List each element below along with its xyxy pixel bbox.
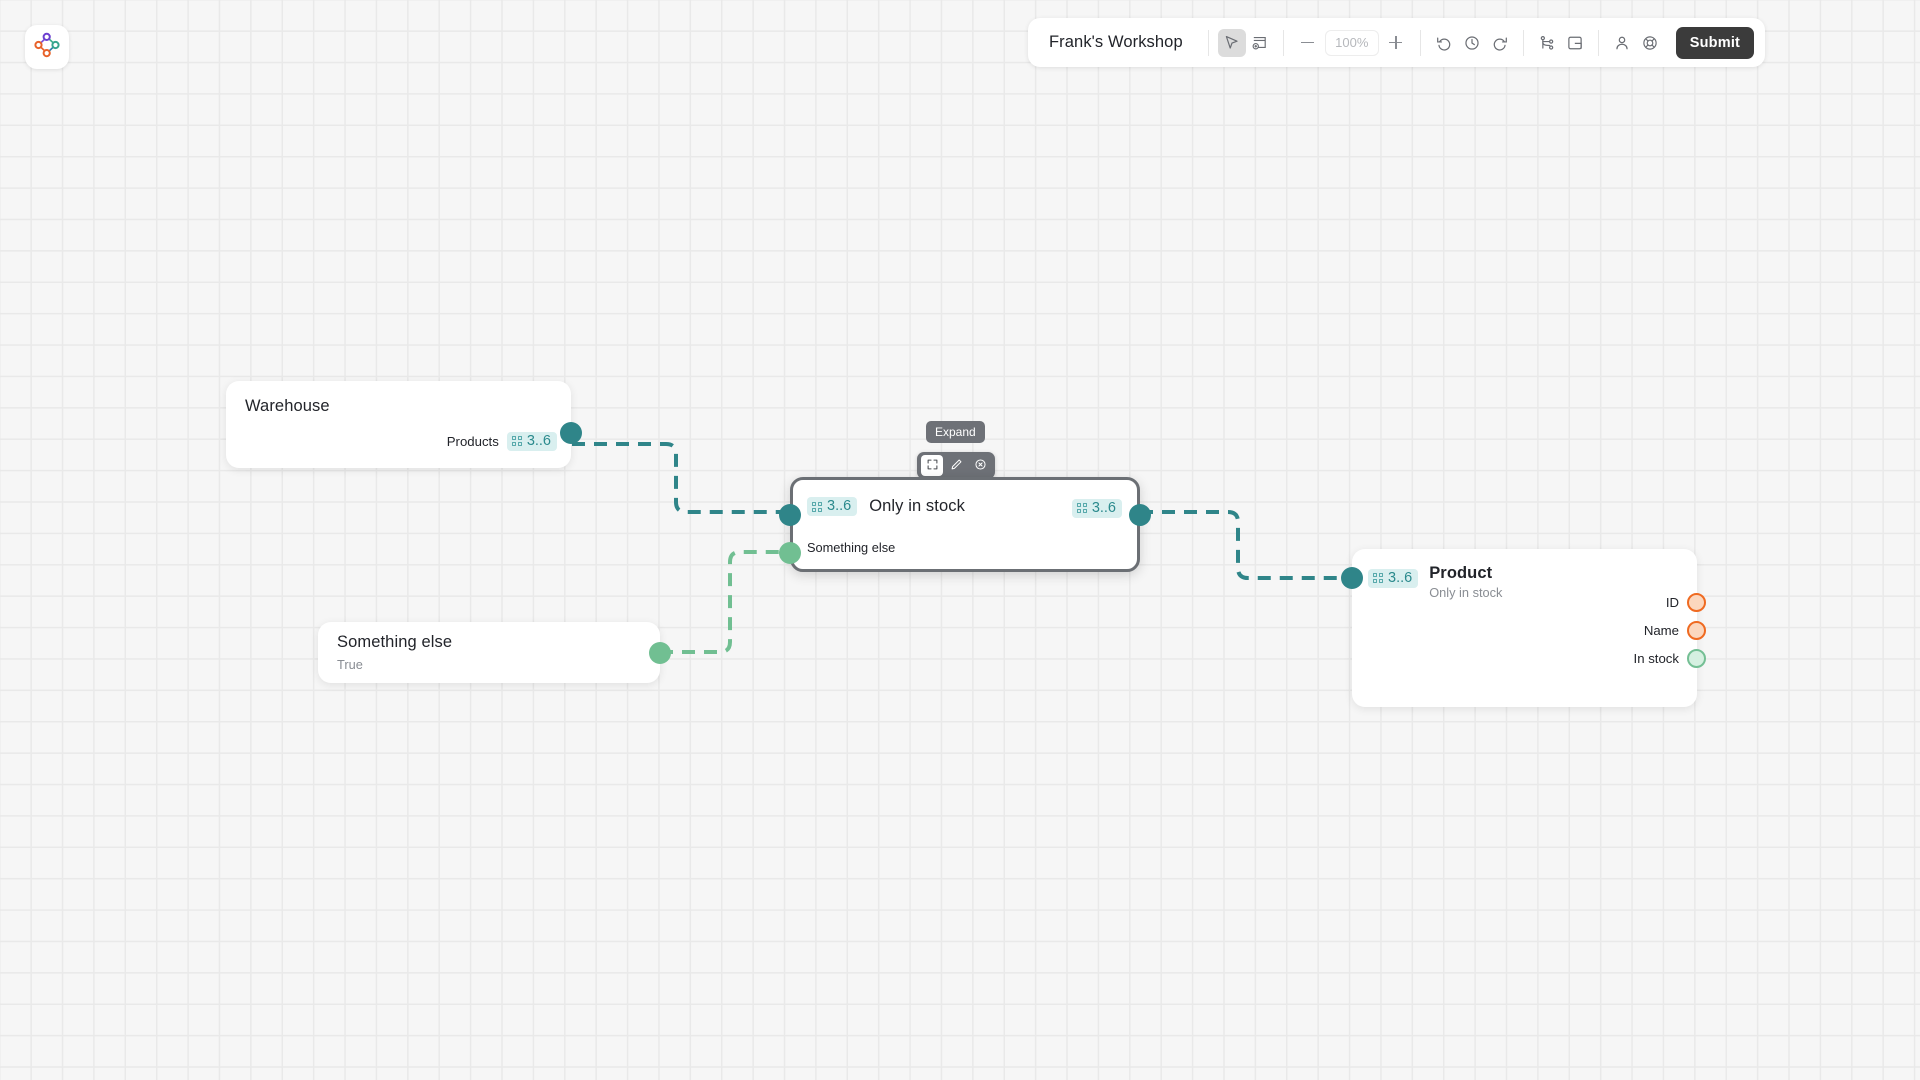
user-icon (1613, 34, 1631, 52)
top-toolbar: Frank's Workshop 100% (1028, 18, 1766, 67)
expand-node-button[interactable] (921, 455, 943, 476)
document-title[interactable]: Frank's Workshop (1049, 33, 1183, 51)
add-frame-button[interactable] (1246, 29, 1274, 57)
node-title: Product (1429, 564, 1493, 582)
node-header: 3..6 Only in stock (807, 497, 965, 516)
undo-button[interactable] (1430, 29, 1458, 57)
frame-plus-icon (1251, 34, 1268, 51)
input-port-primary[interactable] (779, 504, 801, 526)
history-button[interactable] (1458, 29, 1486, 57)
input-cardinality-chip: 3..6 (1368, 569, 1419, 588)
node-field-row[interactable]: Name (1644, 621, 1706, 640)
field-label: ID (1665, 595, 1679, 610)
expand-arrows-icon (926, 458, 939, 474)
cursor-arrow-icon (1223, 34, 1240, 51)
node-product[interactable]: 3..6 Product Only in stock ID Name In st… (1341, 549, 1706, 707)
node-title: Only in stock (869, 497, 965, 515)
grid-dots-icon (812, 501, 822, 512)
close-circle-icon (974, 458, 987, 474)
toolbar-divider (1207, 29, 1209, 56)
field-label: Something else (807, 540, 896, 555)
lifebuoy-icon (1641, 34, 1659, 52)
node-field-row[interactable]: In stock (1634, 649, 1706, 668)
chip-value: 3..6 (827, 498, 852, 515)
node-only-in-stock[interactable]: 3..6 Only in stock 3..6 Something else (779, 477, 1151, 572)
node-warehouse[interactable]: Warehouse Products 3..6 (226, 381, 582, 468)
zoom-out-button[interactable] (1293, 29, 1323, 57)
node-field-row[interactable]: ID (1666, 593, 1706, 612)
cardinality-chip: 3..6 (506, 432, 557, 451)
node-secondary-input-field[interactable]: Something else (807, 540, 895, 555)
field-label: In stock (1633, 651, 1679, 666)
app-logo-button[interactable] (25, 25, 69, 69)
node-output-field[interactable]: Products 3..6 (447, 432, 557, 451)
account-button[interactable] (1608, 29, 1636, 57)
graph-logo-icon (34, 32, 60, 63)
chip-value: 3..6 (526, 433, 551, 449)
branch-button[interactable] (1533, 29, 1561, 57)
remove-node-button[interactable] (969, 455, 991, 476)
input-port-secondary[interactable] (779, 542, 801, 564)
node-title: Warehouse (245, 397, 330, 415)
toolbar-divider (1282, 29, 1284, 56)
toolbar-divider (1597, 29, 1599, 56)
output-cardinality-chip: 3..6 (1071, 499, 1122, 518)
field-port-in-stock[interactable] (1687, 649, 1706, 668)
zoom-in-button[interactable] (1381, 29, 1411, 57)
grid-dots-icon (1373, 573, 1383, 584)
input-cardinality-chip: 3..6 (807, 497, 858, 516)
zoom-controls: 100% (1293, 29, 1411, 57)
output-port-something-else[interactable] (649, 642, 671, 664)
node-title-block: Product Only in stock (1429, 564, 1502, 600)
redo-button[interactable] (1486, 29, 1514, 57)
edge-warehouse-to-filter (572, 442, 790, 514)
field-port-id[interactable] (1687, 593, 1706, 612)
field-label: Products (446, 433, 499, 449)
toolbar-divider (1419, 29, 1421, 56)
node-toolbar-tooltip: Expand (926, 421, 985, 443)
submit-button[interactable]: Submit (1675, 26, 1755, 59)
edge-somethingelse-to-filter (660, 550, 790, 654)
edit-node-button[interactable] (945, 455, 967, 476)
select-tool-button[interactable] (1217, 28, 1246, 57)
field-label: Name (1643, 623, 1679, 638)
toolbar-divider (1522, 29, 1524, 56)
help-button[interactable] (1636, 29, 1664, 57)
node-something-else[interactable]: Something else True (318, 622, 671, 683)
field-port-name[interactable] (1687, 621, 1706, 640)
clock-icon (1463, 34, 1481, 52)
chip-value: 3..6 (1388, 570, 1413, 586)
panels-button[interactable] (1561, 29, 1589, 57)
undo-arrow-icon (1435, 34, 1453, 52)
node-subtitle: Only in stock (1429, 585, 1503, 600)
node-floating-toolbar (917, 452, 995, 479)
grid-dots-icon (1076, 503, 1087, 514)
pencil-icon (950, 458, 963, 474)
edge-filter-to-product (1140, 510, 1345, 580)
output-port-products[interactable] (560, 422, 582, 444)
node-header: 3..6 Product Only in stock (1368, 564, 1502, 600)
layout-panel-icon (1566, 34, 1584, 52)
grid-dots-icon (511, 436, 522, 447)
chip-value: 3..6 (1091, 500, 1116, 516)
branch-icon (1538, 34, 1556, 52)
node-subtitle: True (337, 657, 363, 672)
node-title: Something else (337, 633, 453, 651)
output-port-filtered[interactable] (1129, 504, 1151, 526)
zoom-level-input[interactable]: 100% (1324, 29, 1379, 56)
input-port-product[interactable] (1341, 567, 1363, 589)
redo-arrow-icon (1491, 34, 1509, 52)
